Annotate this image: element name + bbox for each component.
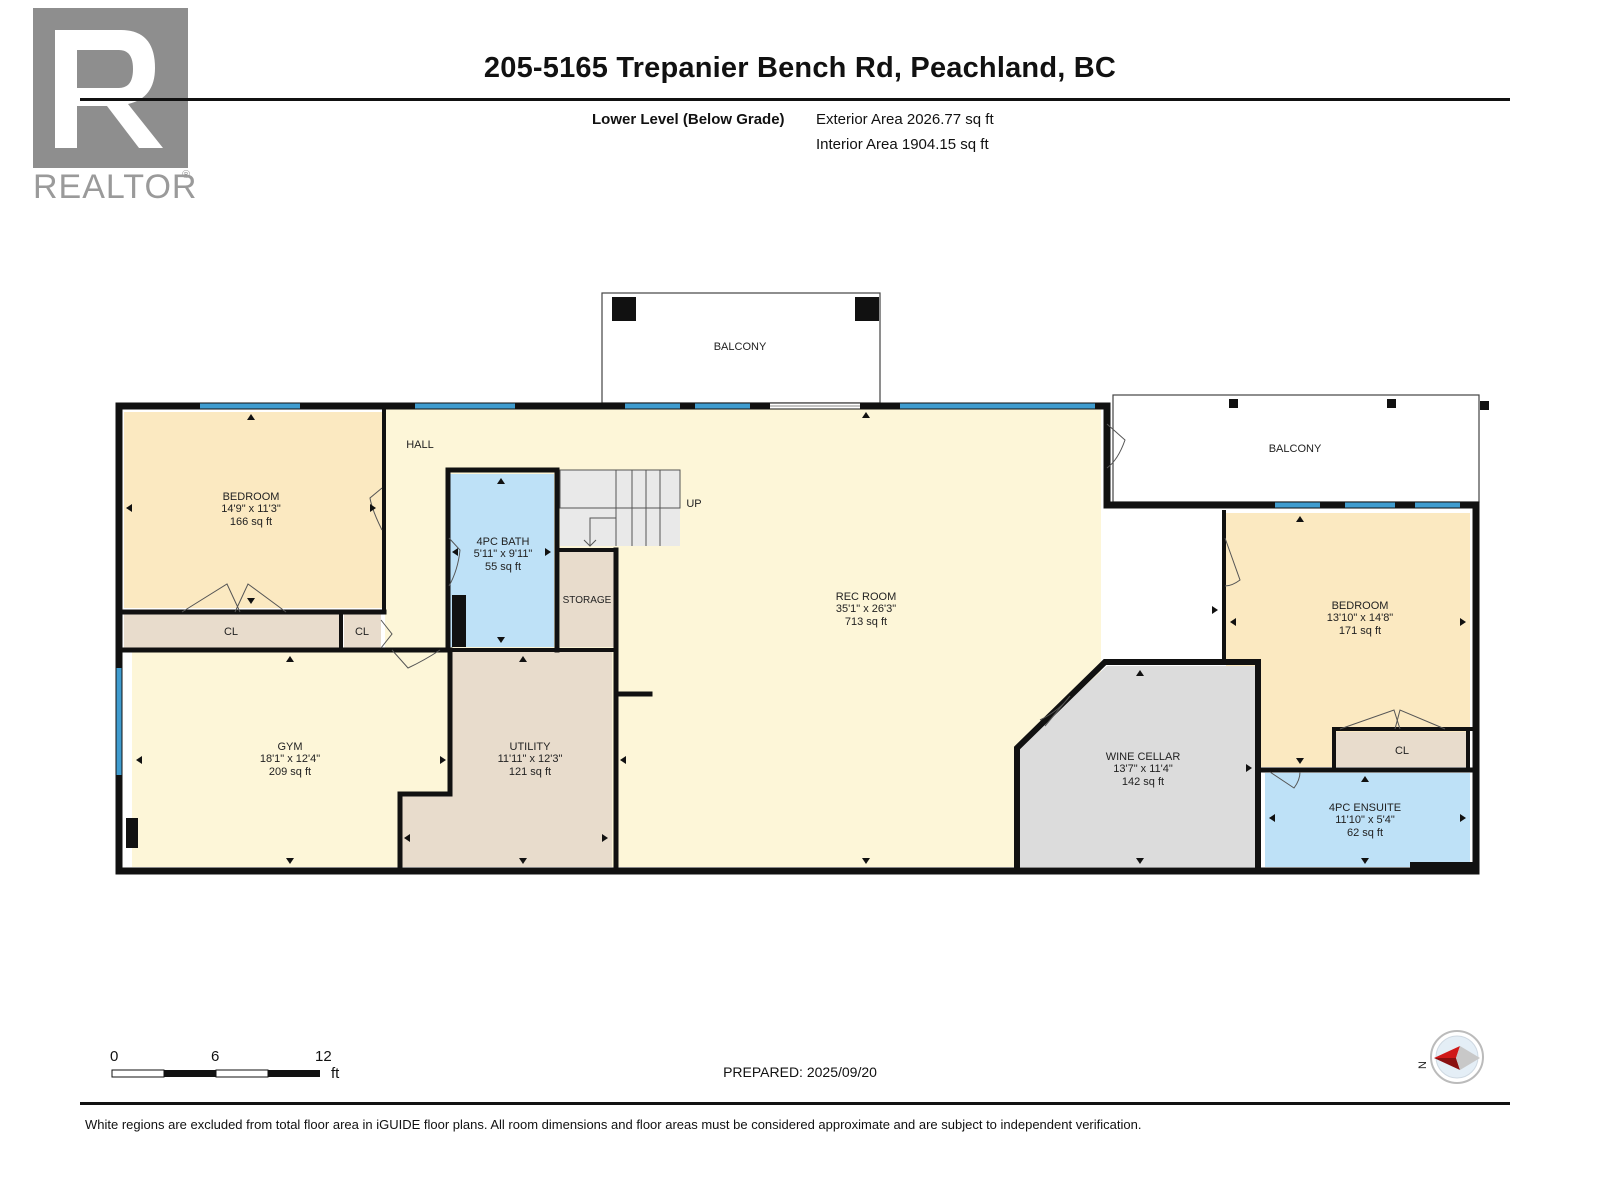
bedroom-right-area: 171 sq ft — [1339, 625, 1381, 637]
bedroom-left-area: 166 sq ft — [230, 516, 272, 528]
rec-room-name: REC ROOM — [836, 591, 897, 603]
bedroom-left-dims: 14'9" x 11'3" — [221, 503, 281, 515]
closet-right-fill — [1336, 732, 1470, 767]
walls — [115, 402, 1480, 875]
interior-area: Interior Area 1904.15 sq ft — [816, 136, 989, 153]
scale-tick-6: 6 — [211, 1048, 220, 1065]
storage-fill — [560, 552, 614, 647]
closet-small-label: CL — [355, 626, 369, 638]
rec-room-dims: 35'1" x 26'3" — [836, 603, 896, 615]
closet-left-fill — [124, 612, 339, 648]
utility-dims: 11'11" x 12'3" — [498, 753, 563, 765]
windows — [116, 403, 1460, 775]
balcony-post — [1387, 399, 1396, 408]
registered-mark: ® — [182, 169, 191, 181]
title-rule — [80, 98, 1510, 101]
ensuite-fill — [1265, 773, 1470, 867]
stairs-up-label: UP — [686, 498, 701, 510]
bedroom-right-dims: 13'10" x 14'8" — [1327, 612, 1394, 624]
gym-fill — [132, 652, 446, 867]
bedroom-left-name: BEDROOM — [223, 491, 280, 503]
scale-bar — [111, 1069, 320, 1078]
bath-fill — [449, 474, 554, 647]
wine-cellar-area: 142 sq ft — [1122, 776, 1164, 788]
closet-small-fill — [344, 612, 381, 648]
level-label: Lower Level (Below Grade) — [592, 111, 785, 128]
balcony-post — [1229, 399, 1238, 408]
wine-cellar-name: WINE CELLAR — [1106, 751, 1181, 763]
exterior-area: Exterior Area 2026.77 sq ft — [816, 111, 994, 128]
ensuite-name: 4PC ENSUITE — [1329, 802, 1401, 814]
wall-thick — [126, 818, 138, 848]
dimension-arrows — [126, 412, 1466, 864]
bedroom-right-name: BEDROOM — [1332, 600, 1389, 612]
closet-left-label: CL — [224, 626, 238, 638]
ensuite-area: 62 sq ft — [1347, 827, 1383, 839]
gym-area: 209 sq ft — [269, 766, 311, 778]
disclaimer: White regions are excluded from total fl… — [85, 1117, 1142, 1132]
wine-cellar-fill — [1017, 666, 1255, 867]
realtor-wordmark: REALTOR — [33, 168, 198, 206]
staircase — [559, 469, 681, 547]
compass-icon — [1430, 1030, 1484, 1084]
balcony-top — [601, 292, 881, 404]
utility-name: UTILITY — [510, 741, 552, 753]
rec-room-area: 713 sq ft — [845, 616, 887, 628]
realtor-logo — [33, 8, 188, 168]
wall — [1014, 659, 1261, 874]
scale-unit: ft — [331, 1065, 340, 1082]
gym-name: GYM — [277, 741, 302, 753]
balcony-post — [855, 297, 879, 321]
storage-label: STORAGE — [563, 595, 612, 606]
bedroom-left-fill — [124, 412, 382, 608]
scale-tick-12: 12 — [315, 1048, 332, 1065]
balcony-top-label: BALCONY — [714, 341, 767, 353]
bath-area: 55 sq ft — [485, 561, 521, 573]
bath-dims: 5'11" x 9'11" — [474, 548, 533, 560]
balcony-post — [1480, 401, 1489, 410]
realtor-r-icon — [33, 8, 188, 168]
scale-tick-0: 0 — [110, 1048, 119, 1065]
utility-area: 121 sq ft — [509, 766, 551, 778]
footer-rule — [80, 1102, 1510, 1105]
page-title: 205-5165 Trepanier Bench Rd, Peachland, … — [483, 52, 1117, 84]
compass-north-label: N — [1417, 1061, 1429, 1069]
wall-thick — [452, 595, 466, 647]
bath-name: 4PC BATH — [477, 536, 530, 548]
door-swings — [181, 423, 1446, 789]
hall-label: HALL — [406, 439, 434, 451]
wine-cellar-dims: 13'7" x 11'4" — [1113, 763, 1173, 775]
closet-right-label: CL — [1395, 745, 1409, 757]
balcony-right — [1112, 394, 1480, 503]
gym-dims: 18'1" x 12'4" — [260, 753, 320, 765]
balcony-post — [612, 297, 636, 321]
bedroom-right-fill — [1226, 513, 1470, 767]
prepared-date: PREPARED: 2025/09/20 — [723, 1064, 877, 1080]
balcony-right-label: BALCONY — [1269, 443, 1322, 455]
wall — [115, 402, 1480, 875]
wall-thick — [1410, 862, 1476, 871]
ensuite-dims: 11'10" x 5'4" — [1335, 814, 1395, 826]
